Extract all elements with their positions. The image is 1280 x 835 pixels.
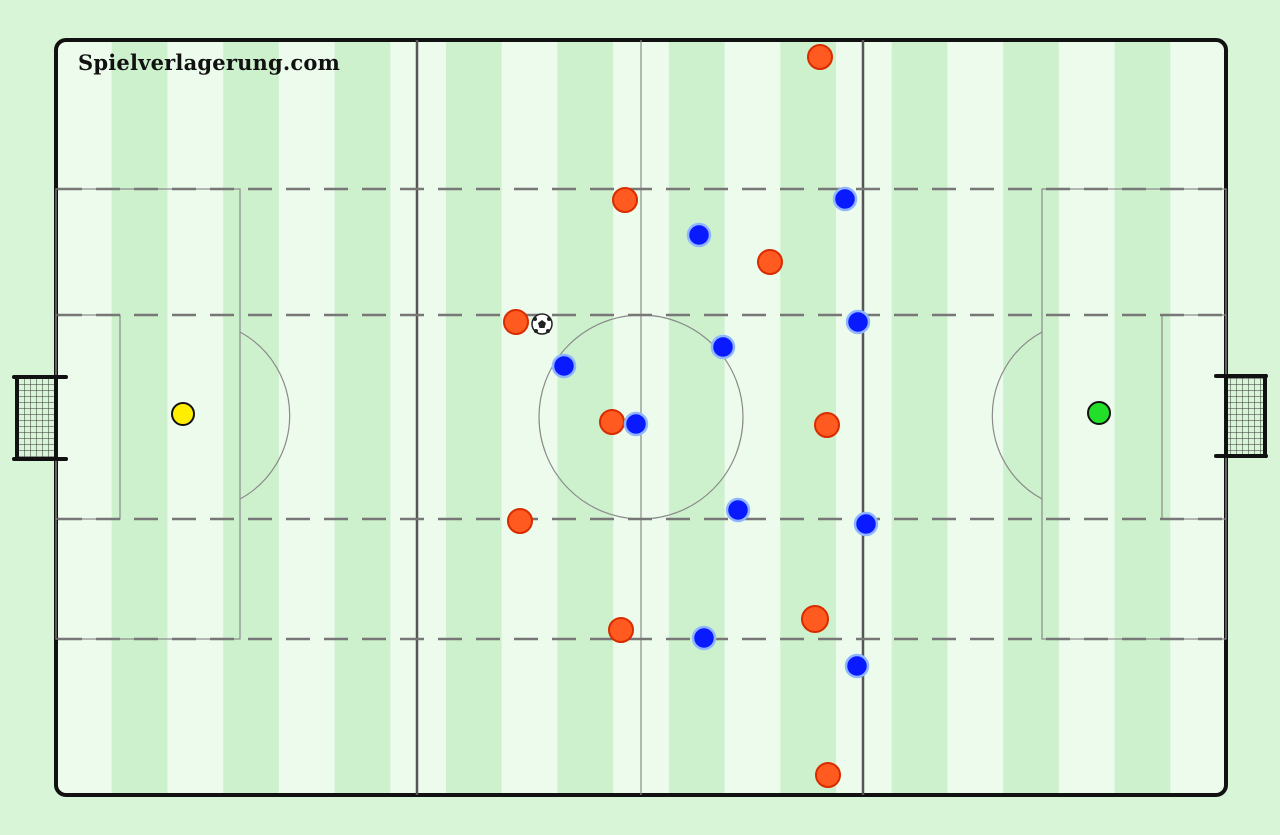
goalkeeper-left: [171, 402, 195, 426]
grass-stripe: [56, 40, 113, 795]
orange-player: [801, 605, 829, 633]
blue-player: [710, 334, 736, 360]
grass-stripe: [501, 40, 558, 795]
grass-stripe: [223, 40, 280, 795]
orange-player: [507, 508, 533, 534]
blue-player: [853, 511, 879, 537]
left-penalty-arc: [239, 331, 291, 500]
orange-player: [815, 762, 841, 788]
orange-player: [814, 412, 840, 438]
right-goal-icon: [1214, 374, 1268, 458]
orange-player: [807, 44, 833, 70]
grass-stripe: [446, 40, 503, 795]
grass-stripe: [891, 40, 948, 795]
grass-stripe: [390, 40, 447, 795]
blue-player: [623, 411, 649, 437]
goalkeeper-right: [1087, 401, 1111, 425]
blue-player: [551, 353, 577, 379]
orange-player: [599, 409, 625, 435]
soccer-ball-icon: [531, 313, 553, 335]
blue-player: [691, 625, 717, 651]
blue-team: [551, 186, 879, 679]
grass-stripe: [1170, 40, 1226, 795]
orange-player: [608, 617, 634, 643]
orange-player: [612, 187, 638, 213]
blue-player: [725, 497, 751, 523]
blue-player: [844, 653, 870, 679]
grass-stripe: [724, 40, 781, 795]
grass-stripe: [111, 40, 168, 795]
left-goal-icon: [12, 375, 68, 461]
blue-player: [686, 222, 712, 248]
blue-player: [845, 309, 871, 335]
grass-stripe: [668, 40, 726, 795]
grass-stripe: [278, 40, 336, 795]
grass-stripe: [947, 40, 1004, 795]
orange-player: [757, 249, 783, 275]
orange-team: [503, 44, 841, 788]
grass-stripe: [1003, 40, 1060, 795]
right-penalty-arc: [991, 331, 1043, 500]
pitch-stripes: [56, 40, 1226, 795]
site-watermark: Spielverlagerung.com: [78, 50, 341, 75]
blue-player: [832, 186, 858, 212]
grass-stripe: [334, 40, 391, 795]
orange-player: [503, 309, 529, 335]
